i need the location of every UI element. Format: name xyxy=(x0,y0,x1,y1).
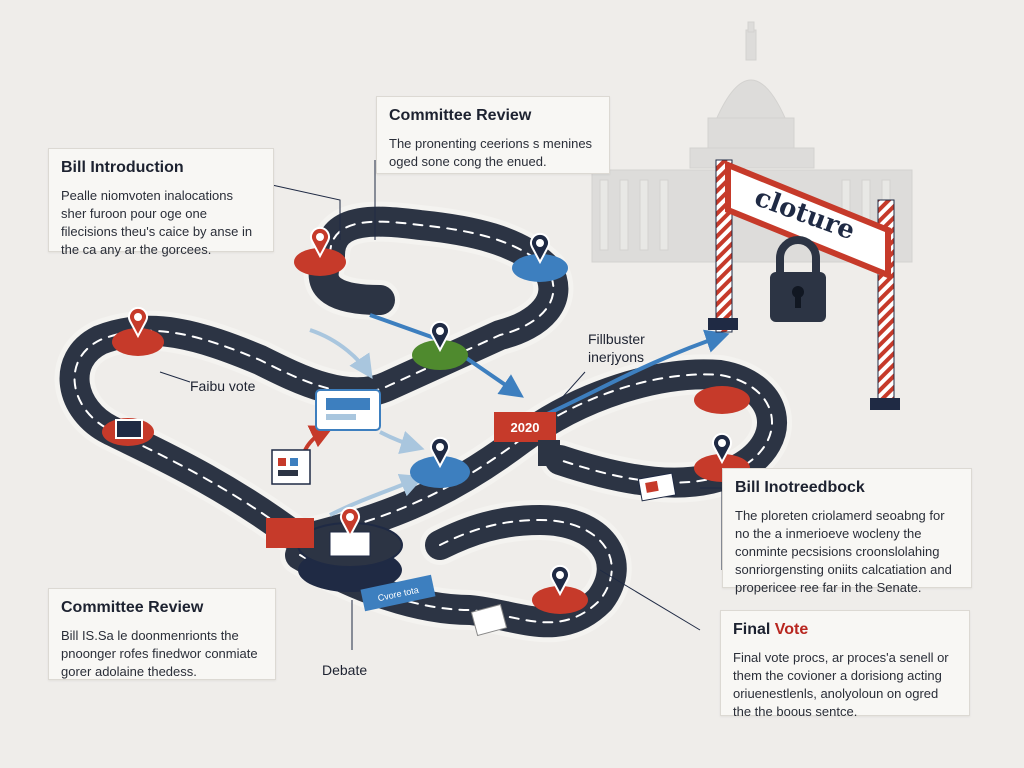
pin-icon xyxy=(340,506,360,539)
card-body: Bill IS.Sa le doonmenrionts the pnoonger… xyxy=(61,628,258,679)
card-title: Committee Review xyxy=(61,599,204,616)
card-final-vote: Final Vote Final vote procs, ar proces'a… xyxy=(720,610,970,719)
arrow-icon xyxy=(544,329,730,417)
document-icon xyxy=(315,389,381,431)
pin-icon xyxy=(310,226,330,259)
station-center xyxy=(410,436,470,488)
station-markup xyxy=(412,320,468,370)
label-faibu-vote: Faibu vote xyxy=(190,378,256,394)
pin-icon xyxy=(430,436,450,469)
debate-platform xyxy=(297,506,403,592)
road-block xyxy=(266,518,314,548)
blue-road-sign: Cvore tota xyxy=(360,574,436,612)
pin-icon xyxy=(530,232,550,265)
svg-text:2020: 2020 xyxy=(511,420,540,435)
card-title: Bill Introduction xyxy=(61,159,184,176)
padlock-icon xyxy=(770,236,826,322)
pin-icon xyxy=(550,564,570,597)
label-filibuster: Fillbuster inerjyons xyxy=(588,331,645,365)
station-final xyxy=(532,564,588,614)
card-bill-inotreedbock: Bill Inotreedbock The ploreten criolamer… xyxy=(722,468,972,595)
card-title: Bill Inotreedbock xyxy=(735,479,865,496)
station-introduction xyxy=(294,226,346,276)
card-committee-review-bottom: Committee Review Bill IS.Sa le doonmenri… xyxy=(48,588,276,680)
vote-counter-sign: 2020 xyxy=(494,412,560,466)
arrow-icon xyxy=(379,430,425,454)
pin-icon xyxy=(128,306,148,339)
arrow-icon xyxy=(309,328,373,379)
document-icon xyxy=(271,449,311,485)
station-left-bottom xyxy=(102,418,154,446)
document-icon xyxy=(470,603,508,637)
card-body: The ploreten criolamerd seoabng for no t… xyxy=(735,508,952,595)
card-body: Final vote procs, ar proces'a senell or … xyxy=(733,650,949,719)
card-body: The pronenting ceerions s menines oged s… xyxy=(389,136,593,169)
pin-icon xyxy=(430,320,450,353)
cloture-gate: cloture xyxy=(708,159,900,410)
card-title-accent: Vote xyxy=(774,621,809,638)
document-icon xyxy=(637,472,677,502)
pin-icon xyxy=(712,432,732,465)
card-title: Committee Review xyxy=(389,107,532,124)
road-network xyxy=(54,201,792,643)
label-debate: Debate xyxy=(322,662,368,678)
card-title: Final Vote xyxy=(733,621,957,639)
station-left-top xyxy=(112,306,164,356)
card-committee-review-top: Committee Review The pronenting ceerions… xyxy=(376,96,610,174)
card-title-prefix: Final xyxy=(733,621,775,638)
arrow-icon xyxy=(329,473,425,517)
card-body: Pealle niomvoten inalocations sher furoo… xyxy=(61,188,253,257)
station-committee xyxy=(512,232,568,282)
card-bill-introduction: Bill Introduction Pealle niomvoten inalo… xyxy=(48,148,274,257)
